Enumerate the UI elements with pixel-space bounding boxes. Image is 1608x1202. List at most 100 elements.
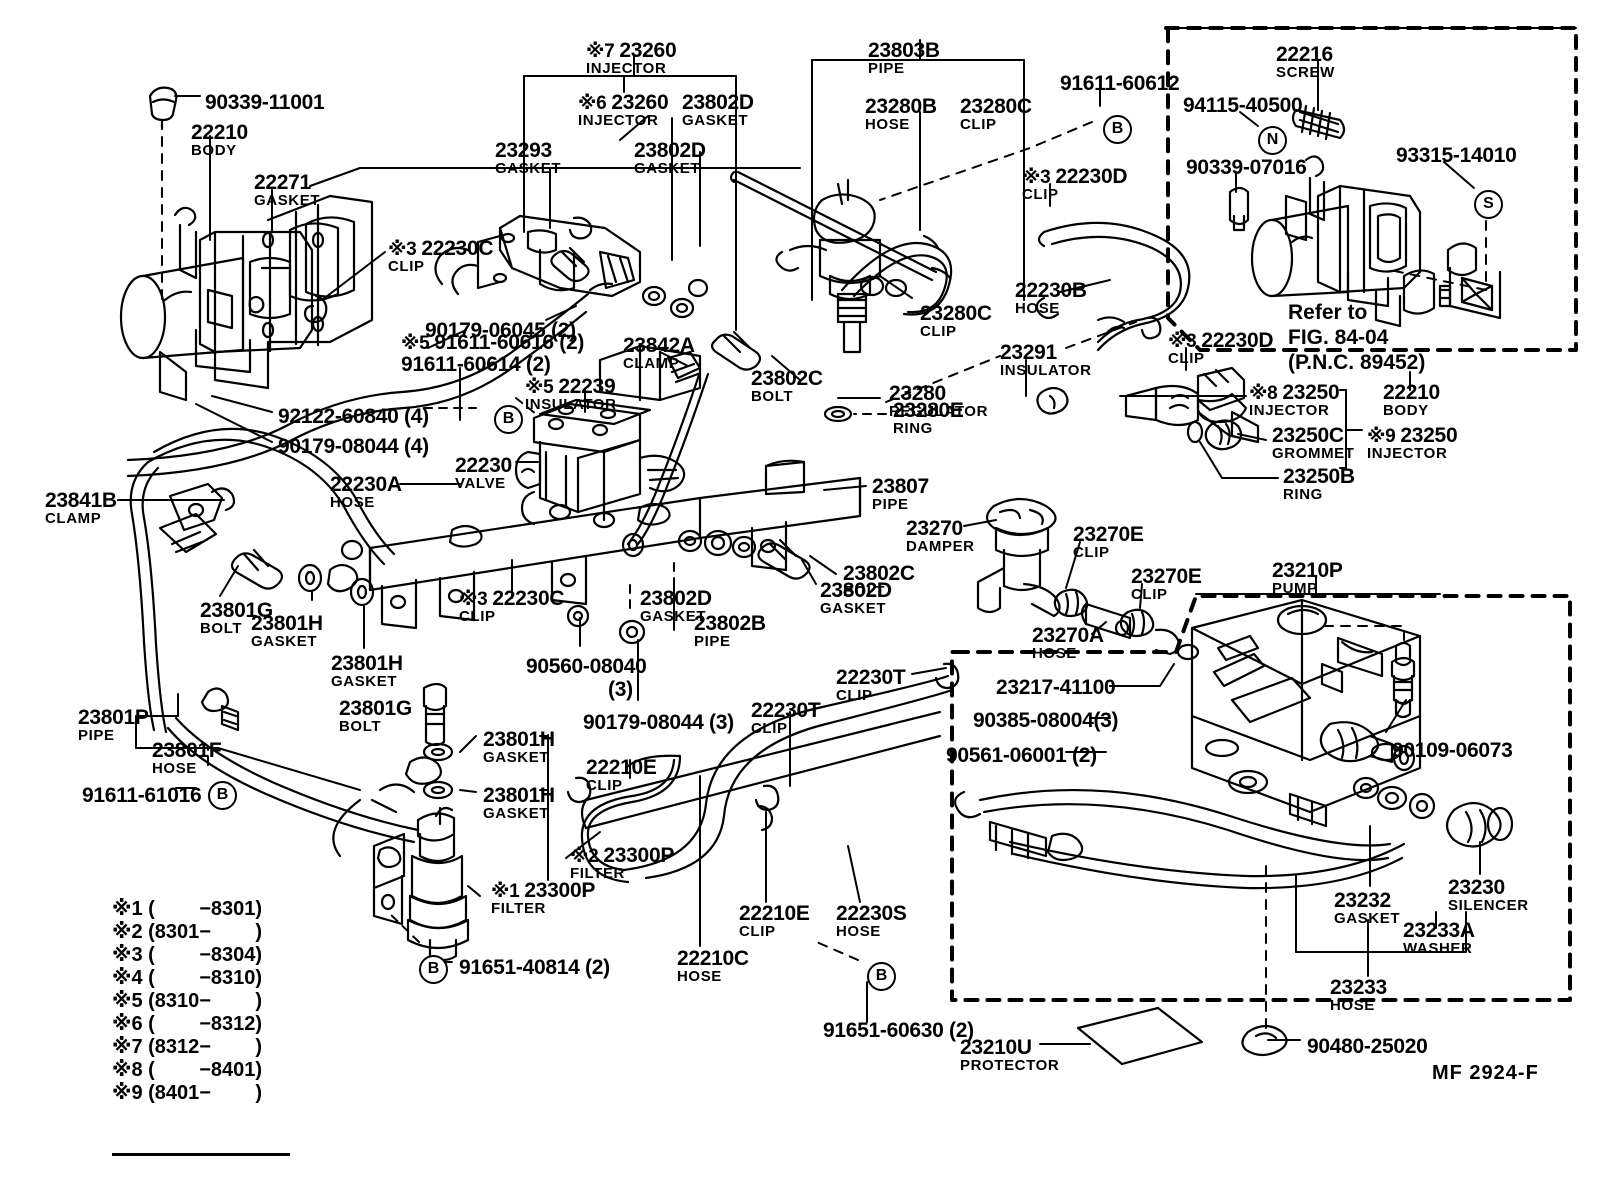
part-number-text: 22210E xyxy=(586,756,657,779)
part-number: 90179-08044 (3) xyxy=(583,712,734,733)
part-name: HOSE xyxy=(865,116,910,133)
part-name: BODY xyxy=(1383,402,1429,419)
legend-mark: ※5 xyxy=(112,990,149,1012)
part-name: CLAMP xyxy=(45,510,102,527)
part-name: SCREW xyxy=(1276,64,1335,81)
callout-90179-060452: 90179-06045 (2) xyxy=(425,320,576,341)
callout-3: (3) xyxy=(608,679,633,700)
part-name: PIPE xyxy=(78,727,115,744)
part-number-text: 22230B xyxy=(1015,279,1087,302)
part-name: CLIP xyxy=(1168,350,1205,367)
part-name: BOLT xyxy=(843,583,886,600)
part-name: VALVE xyxy=(455,475,506,492)
refer-to-note: Refer to FIG. 84-04 (P.N.C. 89452) xyxy=(1288,301,1426,374)
legend-mark: ※3 xyxy=(112,944,149,966)
revision-mark: ※6 xyxy=(578,93,612,114)
part-number: (3) xyxy=(608,679,633,700)
legend-range: ( −8312) xyxy=(148,1013,263,1035)
part-number-text: 23802C xyxy=(843,562,915,585)
part-number: 91651-60630 (2) xyxy=(823,1020,974,1041)
legend-mark: ※9 xyxy=(112,1082,149,1104)
part-name: GASKET xyxy=(1334,910,1401,927)
badge-b-icon: B xyxy=(494,405,523,434)
part-name: HOSE xyxy=(330,494,375,511)
part-number-text: 94115-40500 xyxy=(1183,94,1303,117)
part-number-text: 90179-06045 (2) xyxy=(425,319,576,342)
part-number: 23803B xyxy=(868,40,940,61)
part-number-text: 91651-60630 (2) xyxy=(823,1019,974,1042)
revision-mark: ※2 xyxy=(570,846,604,867)
part-number: 23802D xyxy=(634,140,706,161)
part-name: INJECTOR xyxy=(1249,402,1330,419)
part-number-text: 23802C xyxy=(751,367,823,390)
part-number-text: 23841B xyxy=(45,489,117,512)
legend-mark: ※4 xyxy=(112,967,149,989)
part-name: GASKET xyxy=(640,608,707,625)
revision-mark: ※8 xyxy=(1249,383,1283,404)
revision-mark: ※1 xyxy=(491,881,525,902)
part-number: 23802D xyxy=(682,92,754,113)
part-number-text: 91611-60616 (2) xyxy=(434,331,585,354)
part-number: 90385-08004(3) xyxy=(973,710,1119,731)
part-name: CLIP xyxy=(751,720,788,737)
badge-b-icon: B xyxy=(867,962,896,991)
part-number-text: 23802B xyxy=(694,612,766,635)
legend-row: ※6 ( −8312) xyxy=(112,1013,290,1036)
badge-n-icon: N xyxy=(1258,126,1287,155)
part-number: 23250B xyxy=(1283,466,1355,487)
part-number-text: 23801H xyxy=(483,728,555,751)
part-name: DAMPER xyxy=(906,538,975,555)
part-number: 23802D xyxy=(820,580,892,601)
part-number: 90339-11001 xyxy=(205,92,325,113)
part-number: 22230S xyxy=(836,903,907,924)
legend-row: ※4 ( −8310) xyxy=(112,967,290,990)
part-number: 23232 xyxy=(1334,890,1400,911)
callout-90561-060012: 90561-06001 (2) xyxy=(946,745,1097,766)
legend-row: ※9 (8401− ) xyxy=(112,1082,290,1105)
part-number-text: 90179-08044 (4) xyxy=(278,435,429,458)
legend-range: (8310− ) xyxy=(148,990,263,1012)
part-number: 22230T xyxy=(751,700,821,721)
part-number: 22230 xyxy=(455,455,512,476)
part-name: HOSE xyxy=(836,923,881,940)
part-name: INJECTOR xyxy=(586,60,667,77)
part-number: ※5 22239 xyxy=(525,376,617,397)
part-number: ※3 22230D xyxy=(1022,166,1127,187)
part-name: GASKET xyxy=(682,112,749,129)
part-number-text: 23807 xyxy=(872,475,929,498)
part-number: 22230T xyxy=(836,667,906,688)
part-number-text: 23300P xyxy=(524,879,596,902)
part-number: ※7 23260 xyxy=(586,40,677,61)
part-number-text: 23802D xyxy=(820,579,892,602)
callout-90480-25020: 90480-25020 xyxy=(1307,1036,1428,1057)
part-name: CLIP xyxy=(586,777,623,794)
part-name: CLIP xyxy=(1073,544,1110,561)
part-number-text: 23293 xyxy=(495,139,552,162)
revision-mark: ※5 xyxy=(401,333,435,354)
callout-91611-606142: 91611-60614 (2) xyxy=(401,354,551,375)
part-number: 90480-25020 xyxy=(1307,1036,1428,1057)
legend-range: (8312− ) xyxy=(148,1036,263,1058)
part-name: CLIP xyxy=(739,923,776,940)
part-number-text: 91651-40814 (2) xyxy=(459,956,610,979)
part-name: SILENCER xyxy=(1448,897,1529,914)
part-number: 23801H xyxy=(251,613,323,634)
